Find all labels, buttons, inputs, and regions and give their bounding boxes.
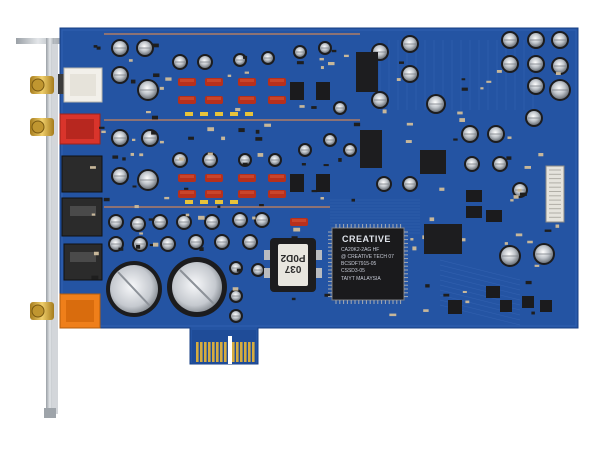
inductor — [264, 238, 322, 292]
side-header-connector — [545, 165, 565, 223]
chip-text-line-5: TAIYT MALAYSIA — [341, 276, 381, 282]
chip-text-line-2: @ CREATIVE TECH 07 — [341, 254, 394, 260]
secondary-chip — [356, 52, 462, 254]
dsp-chip — [328, 224, 408, 304]
inductor-marking: 037 P0D2 — [275, 252, 311, 274]
chip-text-line-1: CA20K2-2AG HF — [341, 247, 380, 253]
chip-brand-text: CREATIVE — [342, 234, 391, 244]
inductor-marking-line-1: 037 — [284, 263, 302, 274]
metal-bracket — [16, 38, 60, 418]
large-capacitors — [106, 257, 227, 317]
inductor-marking-line-2: P0D2 — [280, 252, 306, 263]
chip-text-line-3: BCSDF7915-05 — [341, 261, 377, 267]
audio-jacks — [30, 67, 103, 329]
copper-traces — [104, 33, 360, 208]
chip-text-line-4: CSSD3-05 — [341, 268, 365, 274]
pcie-connector — [192, 330, 256, 364]
